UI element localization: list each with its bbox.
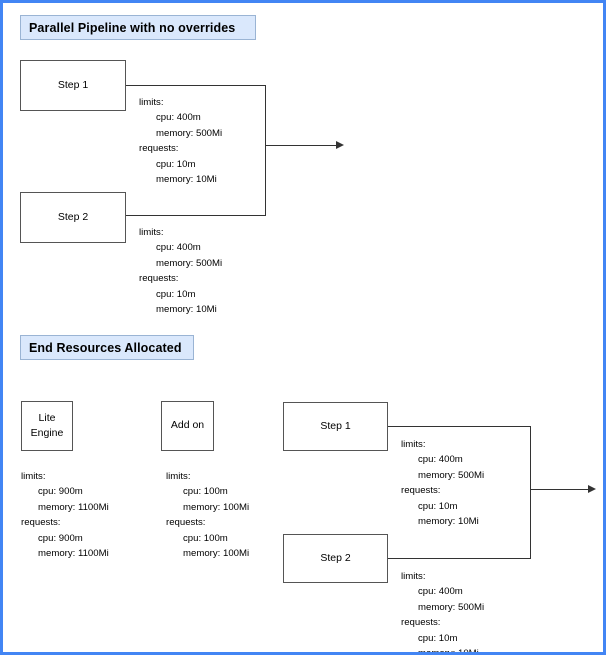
box-bottom-step-1-label: Step 1	[320, 419, 351, 432]
spec-top-step-1-limits-label: limits:	[139, 97, 164, 108]
spec-top-step-1-limits-memory: memory: 500Mi	[156, 127, 223, 139]
box-add-on-label: Add on	[170, 419, 205, 432]
connector-top-step-2-horizontal	[126, 215, 266, 216]
spec-top-step-2-requests-cpu: cpu: 10m	[156, 288, 196, 300]
section-header-end-resources: End Resources Allocated	[20, 335, 194, 360]
box-add-on[interactable]: Add on	[161, 401, 214, 451]
spec-top-step-1: limits: cpu: 400m memory: 500Mi requests…	[139, 95, 222, 187]
spec-lite-engine: limits: cpu: 900m memory: 1100Mi request…	[21, 469, 109, 561]
spec-bottom-step-1-limits-label: limits:	[401, 439, 426, 450]
spec-bottom-step-2-limits-cpu: cpu: 400m	[418, 586, 463, 598]
spec-lite-engine-limits-label: limits:	[21, 471, 46, 482]
spec-bottom-step-1: limits: cpu: 400m memory: 500Mi requests…	[401, 437, 484, 529]
connector-bottom-junction-vertical	[530, 426, 531, 559]
spec-bottom-step-2: limits: cpu: 400m memory: 500Mi requests…	[401, 569, 485, 655]
box-lite-engine-label-line-1: Lite	[38, 411, 56, 424]
spec-add-on-limits-cpu: cpu: 100m	[183, 486, 228, 498]
spec-top-step-2-requests-label: requests:	[139, 273, 179, 285]
connector-bottom-step-2-horizontal	[388, 558, 531, 559]
spec-top-step-1-requests-memory: memory: 10Mi	[156, 174, 217, 186]
spec-add-on-requests-cpu: cpu: 100m	[183, 532, 228, 544]
spec-add-on-requests-memory: memory: 100Mi	[183, 548, 250, 560]
spec-add-on: limits: cpu: 100m memory: 100Mi requests…	[166, 469, 249, 561]
spec-lite-engine-limits-memory: memory: 1100Mi	[38, 501, 109, 513]
connector-top-junction-vertical	[265, 85, 266, 216]
connector-bottom-step-1-horizontal	[388, 426, 531, 427]
connector-top-output-horizontal	[265, 145, 341, 146]
diagram-canvas: Parallel Pipeline with no overrides Step…	[3, 3, 603, 652]
arrowhead-top-output-icon	[336, 141, 344, 149]
spec-add-on-limits-memory: memory: 100Mi	[183, 501, 250, 513]
section-header-parallel-pipeline: Parallel Pipeline with no overrides	[20, 15, 256, 40]
box-top-step-1[interactable]: Step 1	[20, 60, 126, 111]
spec-add-on-requests-label: requests:	[166, 517, 206, 529]
spec-top-step-2: limits: cpu: 400m memory: 500Mi requests…	[139, 225, 222, 317]
box-top-step-1-label: Step 1	[57, 78, 89, 91]
spec-bottom-step-2-requests-label: requests:	[401, 617, 441, 629]
spec-bottom-step-2-requests-cpu: cpu: 10m	[418, 632, 458, 644]
spec-top-step-2-limits-label: limits:	[139, 227, 164, 238]
spec-bottom-step-1-requests-cpu: cpu: 10m	[418, 500, 458, 512]
spec-top-step-1-requests-label: requests:	[139, 143, 179, 155]
spec-top-step-2-limits-cpu: cpu: 400m	[156, 242, 201, 254]
connector-top-step-1-horizontal	[126, 85, 266, 86]
spec-bottom-step-2-requests-memory: memory: 10Mi	[418, 648, 479, 655]
spec-bottom-step-1-requests-label: requests:	[401, 485, 441, 497]
box-lite-engine[interactable]: Lite Engine	[21, 401, 73, 451]
box-lite-engine-label-line-2: Engine	[30, 427, 64, 439]
box-top-step-2-label: Step 2	[57, 210, 89, 223]
spec-lite-engine-requests-label: requests:	[21, 517, 61, 529]
spec-top-step-1-limits-cpu: cpu: 400m	[156, 112, 201, 124]
spec-bottom-step-2-limits-memory: memory: 500Mi	[418, 601, 485, 613]
spec-bottom-step-1-limits-memory: memory: 500Mi	[418, 469, 485, 481]
spec-top-step-2-limits-memory: memory: 500Mi	[156, 257, 223, 269]
spec-bottom-step-1-limits-cpu: cpu: 400m	[418, 454, 463, 466]
box-bottom-step-2[interactable]: Step 2	[283, 534, 388, 583]
box-top-step-2[interactable]: Step 2	[20, 192, 126, 243]
box-bottom-step-1[interactable]: Step 1	[283, 402, 388, 451]
spec-lite-engine-requests-cpu: cpu: 900m	[38, 532, 83, 544]
spec-lite-engine-limits-cpu: cpu: 900m	[38, 486, 83, 498]
spec-add-on-limits-label: limits:	[166, 471, 191, 482]
spec-lite-engine-requests-memory: memory: 1100Mi	[38, 548, 109, 560]
connector-bottom-output-horizontal	[530, 489, 593, 490]
section-header-end-resources-label: End Resources Allocated	[29, 340, 182, 355]
spec-bottom-step-2-limits-label: limits:	[401, 571, 426, 582]
spec-bottom-step-1-requests-memory: memory: 10Mi	[418, 516, 479, 528]
box-bottom-step-2-label: Step 2	[320, 551, 351, 564]
arrowhead-bottom-output-icon	[588, 485, 596, 493]
section-header-parallel-pipeline-label: Parallel Pipeline with no overrides	[29, 20, 236, 35]
spec-top-step-2-requests-memory: memory: 10Mi	[156, 304, 217, 316]
spec-top-step-1-requests-cpu: cpu: 10m	[156, 158, 196, 170]
